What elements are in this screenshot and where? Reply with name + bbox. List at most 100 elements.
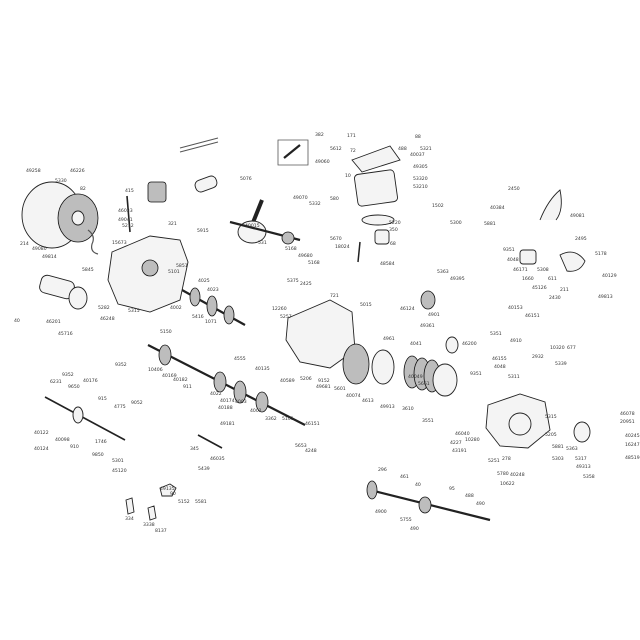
part-number-label: 382	[315, 132, 324, 138]
part-number-label: 5358	[583, 474, 595, 480]
gear-d	[255, 391, 269, 413]
part-number-label: 3610	[402, 406, 414, 412]
throttle-cables	[179, 137, 219, 153]
part-number-label: 49041	[118, 217, 133, 223]
part-number-label: 415	[125, 188, 134, 194]
part-number-label: 18024	[335, 244, 350, 250]
part-number-label: 40188	[218, 405, 233, 411]
part-number-label: 40	[14, 318, 20, 324]
part-number-label: 2932	[532, 354, 544, 360]
part-number-label: 5612	[330, 146, 342, 152]
part-number-label: 5339	[555, 361, 567, 367]
part-number-label: 5375	[287, 278, 299, 284]
part-number-label: 4248	[305, 448, 317, 454]
part-number-label: 49913	[380, 404, 395, 410]
part-number-label: 5101	[168, 269, 180, 275]
shift-rod	[197, 434, 223, 449]
part-number-label: 4001	[250, 408, 262, 414]
shift-fork-1	[125, 497, 135, 515]
part-number-label: 40049	[408, 374, 423, 380]
part-number-label: 214	[20, 241, 29, 247]
part-number-label: 4048	[507, 257, 519, 263]
part-number-label: 5206	[300, 376, 312, 382]
part-number-label: 1502	[432, 203, 444, 209]
part-number-label: 3338	[143, 522, 155, 528]
part-number-label: 49305	[413, 164, 428, 170]
part-number-label: 9351	[503, 247, 515, 253]
part-number-label: 4555	[234, 356, 246, 362]
part-number-label: 915	[98, 396, 107, 402]
part-number-label: 40589	[280, 378, 295, 384]
part-number-label: 5755	[400, 517, 412, 523]
part-number-label: 6231	[50, 379, 62, 385]
part-number-label: 5315	[545, 414, 557, 420]
kickstart-ratchet	[418, 496, 432, 514]
part-number-label: 488	[398, 146, 407, 152]
part-number-label: 5015	[360, 302, 372, 308]
part-number-label: 5251	[488, 458, 500, 464]
part-number-label: 46171	[513, 267, 528, 273]
part-number-label: 1071	[205, 319, 217, 325]
part-number-label: 531	[258, 240, 267, 246]
part-number-label: 5101	[282, 416, 294, 422]
part-number-label: 4775	[114, 404, 126, 410]
primary-gear	[420, 290, 436, 310]
part-number-label: 171	[347, 133, 356, 139]
part-number-label: 40169	[162, 373, 177, 379]
part-number-label: 40129	[602, 273, 617, 279]
part-number-label: 15673	[112, 240, 127, 246]
part-number-label: 580	[330, 196, 339, 202]
part-number-label: 5308	[537, 267, 549, 273]
part-number-label: 40245	[625, 433, 640, 439]
part-number-label: 5351	[490, 331, 502, 337]
part-number-label: 4025	[198, 278, 210, 284]
part-number-label: 20951	[620, 419, 635, 425]
part-number-label: 4003	[235, 399, 247, 405]
part-number-label: 40	[415, 482, 421, 488]
part-number-label: 5076	[240, 176, 252, 182]
part-number-label: 10320	[550, 345, 565, 351]
part-number-label: 5168	[285, 246, 297, 252]
part-number-label: 5332	[309, 201, 321, 207]
part-number-label: 82	[80, 186, 86, 192]
part-number-label: 49680	[298, 253, 313, 259]
part-number-label: 12260	[272, 306, 287, 312]
part-number-label: 5601	[334, 386, 346, 392]
part-number-label: 5363	[566, 446, 578, 452]
part-number-label: 49813	[598, 294, 613, 300]
part-number-label: 5670	[330, 236, 342, 242]
part-number-label: 10	[345, 173, 351, 179]
part-number-label: 5881	[484, 221, 496, 227]
part-number-label: 49681	[316, 384, 331, 390]
part-number-label: 5282	[98, 305, 110, 311]
cylinder	[354, 169, 398, 207]
part-number-label: 5220	[389, 220, 401, 226]
part-number-label: 40174	[220, 398, 235, 404]
exhaust-valve-cover	[559, 251, 586, 272]
kick-lever-bolt	[126, 195, 131, 233]
part-number-label: 49395	[450, 276, 465, 282]
part-number-label: 40124	[34, 446, 49, 452]
part-number-label: 9850	[92, 452, 104, 458]
part-number-label: 48519	[625, 455, 640, 461]
part-number-label: 49258	[26, 168, 41, 174]
part-number-label: 46035	[210, 456, 225, 462]
part-number-label: 5330	[55, 178, 67, 184]
part-number-label: 2495	[575, 236, 587, 242]
crankcase-bearing	[141, 259, 159, 277]
carburetor	[147, 181, 167, 203]
part-number-label: 9650	[68, 384, 80, 390]
gear-a	[158, 344, 172, 366]
part-number-label: 5851	[176, 263, 188, 269]
part-number-label: 4910	[510, 338, 522, 344]
part-number-label: 9351	[470, 371, 482, 377]
part-number-label: 40182	[173, 377, 188, 383]
part-number-label: 677	[567, 345, 576, 351]
part-number-label: 5205	[545, 432, 557, 438]
gear-e	[189, 287, 201, 307]
part-number-label: 8137	[155, 528, 167, 534]
part-number-label: 4023	[207, 287, 219, 293]
part-number-label: 49313	[576, 464, 591, 470]
part-number-label: 16247	[625, 442, 640, 448]
